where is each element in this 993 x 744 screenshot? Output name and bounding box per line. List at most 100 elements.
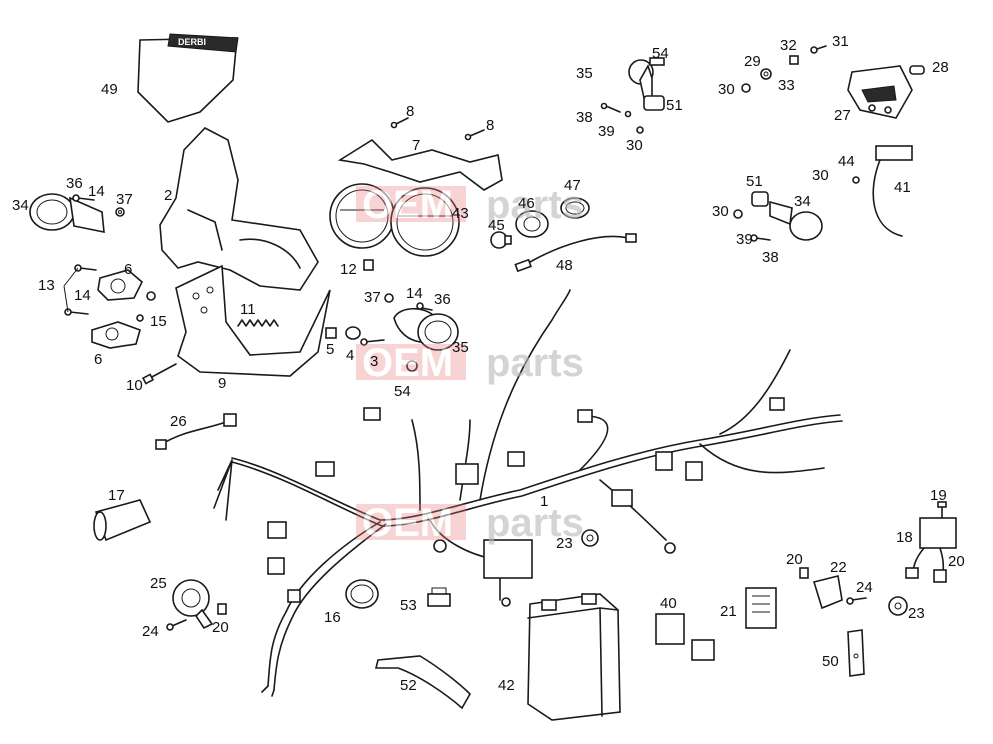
callout: 35 [576,65,593,82]
callout: 47 [564,177,581,194]
callout: 14 [74,287,91,304]
screws-13-part[interactable] [63,264,97,316]
turn-signal-rear-right-part[interactable] [628,57,665,111]
svg-text:OEM: OEM [362,183,453,227]
callout: 1 [540,493,548,510]
callout-labels: 49 2 34 36 14 37 13 6 14 15 6 10 9 11 12… [12,33,965,694]
callout: 51 [666,97,683,114]
callout: 10 [126,377,143,394]
callout: 41 [894,179,911,196]
callout: 50 [822,653,839,670]
screw-36-left-part[interactable] [72,194,95,202]
callout: 37 [116,191,133,208]
grip-17-part[interactable] [93,499,152,542]
headlight-bracket-part[interactable] [175,264,331,377]
callout: 31 [832,33,849,50]
callout: 24 [856,579,873,596]
callout: 24 [142,623,159,640]
clip-12-part[interactable] [363,259,374,271]
cap-47-part[interactable] [560,197,590,219]
handlebar-switch-lower-part[interactable] [91,321,141,349]
fuse-53-part[interactable] [427,587,451,607]
nut-15-part[interactable] [136,291,156,322]
callout: 3 [370,353,378,370]
screws-8-part[interactable] [390,117,485,141]
screws-38-39-30-right-part[interactable] [600,102,644,134]
main-wiring-harness-part[interactable] [213,289,843,697]
callout: 23 [556,535,573,552]
battery-strap-part[interactable] [374,655,471,710]
svg-text:OEM: OEM [362,501,453,545]
callout: 26 [170,413,187,430]
bolt-10-part[interactable] [141,363,177,385]
callout: 12 [340,261,357,278]
watermark-1: OEM parts [356,183,584,227]
callout: 45 [488,217,505,234]
spring-part[interactable] [237,319,279,327]
tail-light-fasteners-part[interactable] [741,45,827,93]
regulator-18-part[interactable] [905,501,957,583]
callout: 54 [652,45,669,62]
turn-signal-front-left-part[interactable] [29,193,105,233]
callout: 30 [712,203,729,220]
callout: 48 [556,257,573,274]
callout: 38 [576,109,593,126]
svg-text:parts: parts [486,341,584,385]
socket-46-part[interactable] [515,210,549,238]
grommet-23-center-part[interactable] [581,529,599,547]
callout: 35 [452,339,469,356]
turn-signal-rear-left-part[interactable] [733,191,823,242]
plate-50-part[interactable] [847,629,865,677]
washer-37-left-part[interactable] [115,207,125,217]
callout: 54 [394,383,411,400]
number-plate-part[interactable]: DERBI [137,33,239,123]
callout: 14 [406,285,423,302]
svg-text:parts: parts [486,183,584,227]
connector-lead-26-part[interactable] [155,413,237,450]
license-light-part[interactable] [852,145,913,237]
small-parts-37-14-36-part[interactable] [384,293,433,311]
headlight-fairing-part[interactable] [159,127,319,291]
bulb-28-part[interactable] [909,65,925,75]
relay-40-part[interactable] [655,613,715,661]
callout: 11 [240,301,256,318]
callout: 43 [452,205,469,222]
callout: 4 [346,347,354,364]
horn-part[interactable] [166,579,227,631]
callout: 32 [780,37,797,54]
bulb-45-part[interactable] [490,231,512,249]
grommet-23-right-part[interactable] [888,596,908,616]
tail-light-part[interactable] [847,65,913,119]
callout: 20 [948,553,965,570]
callout: 8 [486,117,494,134]
module-21-part[interactable] [745,587,777,629]
callout: 16 [324,609,341,626]
turn-signal-front-right-part[interactable] [393,307,459,351]
callout: 20 [212,619,229,636]
twin-headlight-part[interactable] [329,183,460,257]
callout: 49 [101,81,118,98]
callout: 6 [124,261,132,278]
callout: 53 [400,597,417,614]
callout: 9 [218,375,226,392]
brand-label: DERBI [178,37,206,47]
clamp-16-part[interactable] [345,579,379,609]
watermark-3: OEM parts [356,501,584,545]
lead-48-part[interactable] [514,233,637,273]
svg-text:parts: parts [486,501,584,545]
bracket-22-part[interactable] [799,567,867,610]
callout: 34 [794,193,811,210]
parts-3-4-5-part[interactable] [325,326,385,346]
callout: 36 [434,291,451,308]
battery-part[interactable] [527,593,621,721]
callout: 2 [164,187,172,204]
handlebar-switch-upper-part[interactable] [97,269,143,301]
headlight-mount-part[interactable] [337,138,503,191]
callout: 22 [830,559,847,576]
callout: 44 [838,153,855,170]
callout: 21 [720,603,737,620]
callout: 5 [326,341,334,358]
callout: 40 [660,595,677,612]
callout: 30 [718,81,735,98]
bulb-54-center-part[interactable] [406,360,418,372]
